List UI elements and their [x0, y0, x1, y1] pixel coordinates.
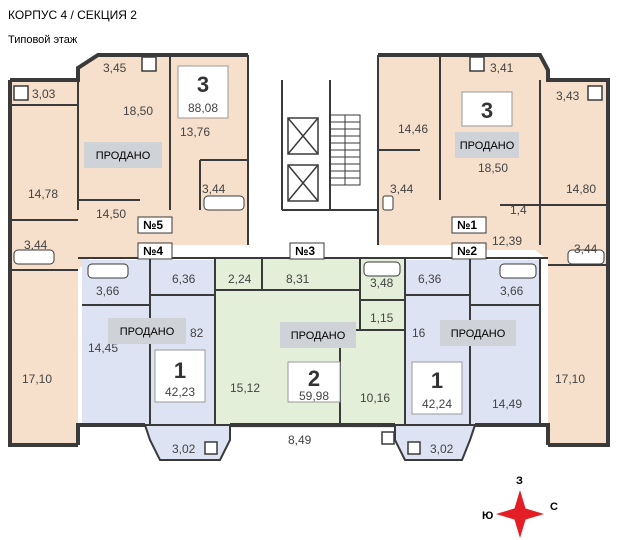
stairwell — [329, 114, 361, 186]
area-label: 18,50 — [123, 104, 153, 118]
area-label: 14,78 — [28, 187, 58, 201]
area-label: 16 — [412, 326, 426, 340]
apartment-number-1: №1 — [457, 218, 477, 232]
area-label: 17,10 — [22, 372, 52, 386]
plan-subtitle: Типовой этаж — [8, 34, 78, 46]
area-label: 3,41 — [490, 61, 514, 75]
area-label: 3,44 — [390, 182, 414, 196]
room-count-3-right: 3 — [481, 98, 493, 123]
apartment-number-4: №4 — [143, 244, 163, 258]
area-label: 3,43 — [556, 89, 580, 103]
area-label: 12,39 — [492, 234, 522, 248]
area-label: 1,15 — [370, 311, 394, 325]
total-area-1-right: 42,24 — [422, 397, 452, 411]
area-label: 3,48 — [370, 276, 394, 290]
compass-north-label: З — [516, 475, 523, 487]
sold-badge: ПРОДАНО — [96, 150, 151, 162]
compass-east-label: С — [550, 501, 558, 513]
area-label: 14,80 — [566, 182, 596, 196]
area-label: 6,36 — [418, 272, 442, 286]
area-label: 13,76 — [180, 125, 210, 139]
area-label: 8,49 — [288, 433, 312, 447]
bath-fixtures — [13, 195, 605, 279]
area-label: 3,44 — [202, 182, 226, 196]
area-label: 3,66 — [500, 284, 524, 298]
area-label: 3,44 — [24, 238, 48, 252]
room-count-2-center: 2 — [308, 366, 320, 391]
balcony-boxes — [13, 56, 603, 455]
area-label: 3,03 — [32, 87, 56, 101]
apartment-number-5: №5 — [143, 218, 163, 232]
apartment-3-left-fill[interactable] — [10, 55, 248, 445]
area-label: 1,4 — [510, 203, 527, 217]
area-label: 2,24 — [228, 272, 252, 286]
area-label: 15,12 — [230, 381, 260, 395]
area-label: 6,36 — [172, 272, 196, 286]
room-count-1-left: 1 — [174, 358, 186, 383]
area-label: 14,46 — [398, 122, 428, 136]
sold-badge: ПРОДАНО — [120, 326, 175, 338]
area-label: 3,44 — [574, 242, 598, 256]
area-label: 14,49 — [492, 397, 522, 411]
plan-title: КОРПУС 4 / СЕКЦИЯ 2 — [8, 8, 137, 22]
elevator-shafts — [287, 117, 319, 202]
area-label: 18,50 — [478, 161, 508, 175]
area-label: 14,50 — [96, 207, 126, 221]
outer-walls — [8, 53, 610, 447]
room-count-1-right: 1 — [431, 368, 443, 393]
area-label: 3,02 — [172, 442, 196, 456]
total-area-2-center: 59,98 — [299, 389, 329, 403]
area-label: 10,16 — [360, 391, 390, 405]
apartment-3-right-fill[interactable] — [378, 55, 608, 445]
sold-badge: ПРОДАНО — [451, 328, 506, 340]
area-label: 3,02 — [430, 442, 454, 456]
area-label: 3,66 — [96, 284, 120, 298]
area-label: 82 — [190, 326, 204, 340]
total-area-1-left: 42,23 — [165, 385, 195, 399]
area-label: 17,10 — [555, 372, 585, 386]
compass-west-label: Ю — [482, 510, 493, 522]
area-label: 3,45 — [103, 61, 127, 75]
sold-badge: ПРОДАНО — [291, 330, 346, 342]
sold-badge: ПРОДАНО — [460, 140, 515, 152]
area-label: 8,31 — [286, 272, 310, 286]
total-area-3-left: 88,08 — [188, 101, 218, 115]
apartment-number-2: №2 — [457, 244, 477, 258]
area-label: 14,45 — [88, 341, 118, 355]
compass: З Ю С — [482, 475, 558, 538]
apartment-number-3: №3 — [295, 244, 315, 258]
room-count-3-left: 3 — [197, 72, 209, 97]
